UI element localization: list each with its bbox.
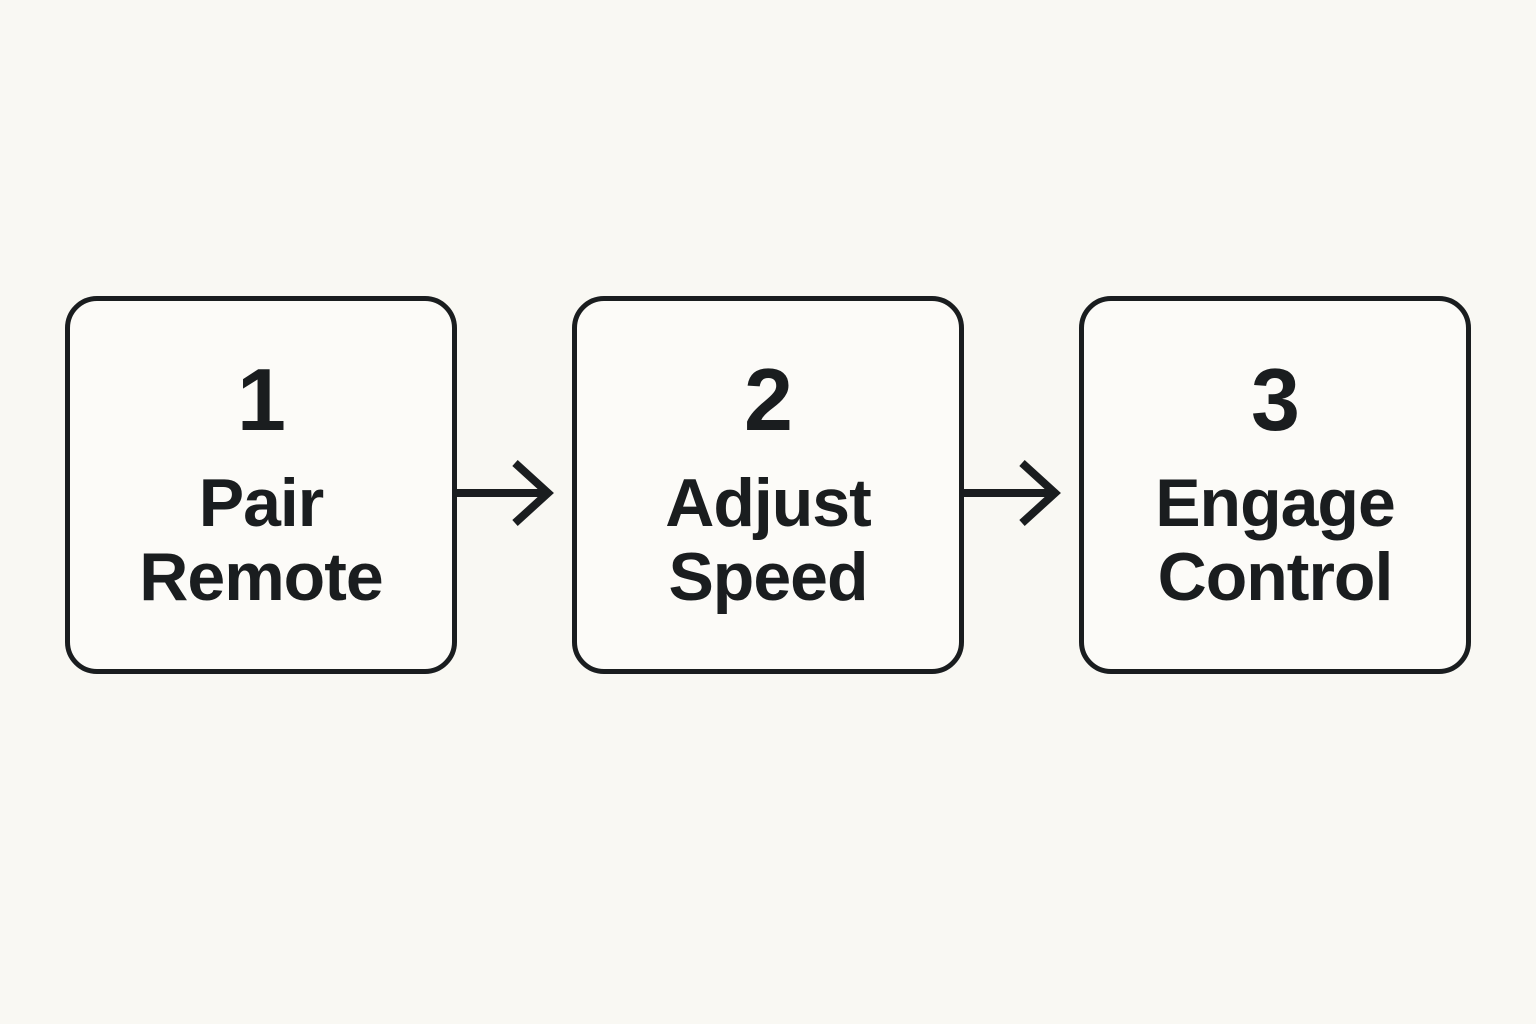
step-box-1: 1 Pair Remote	[65, 296, 457, 674]
step-label: Pair Remote	[139, 465, 383, 615]
flow-row: 1 Pair Remote 2 Adjust Speed	[65, 296, 1471, 674]
step-box-2: 2 Adjust Speed	[572, 296, 964, 674]
step-number: 1	[237, 350, 286, 449]
arrow-right-icon	[457, 443, 572, 543]
step-label-line: Pair	[198, 465, 325, 541]
step-label-line: Control	[1157, 539, 1394, 615]
step-label-line: Speed	[668, 539, 868, 615]
step-label: Adjust Speed	[665, 465, 872, 615]
arrow-right-icon	[964, 443, 1079, 543]
step-box-3: 3 Engage Control	[1079, 296, 1471, 674]
step-number: 3	[1251, 350, 1300, 449]
step-number: 2	[744, 350, 793, 449]
step-label: Engage Control	[1155, 465, 1396, 615]
step-label-line: Engage	[1155, 465, 1396, 541]
step-label-line: Remote	[139, 539, 383, 615]
step-label-line: Adjust	[665, 465, 872, 541]
